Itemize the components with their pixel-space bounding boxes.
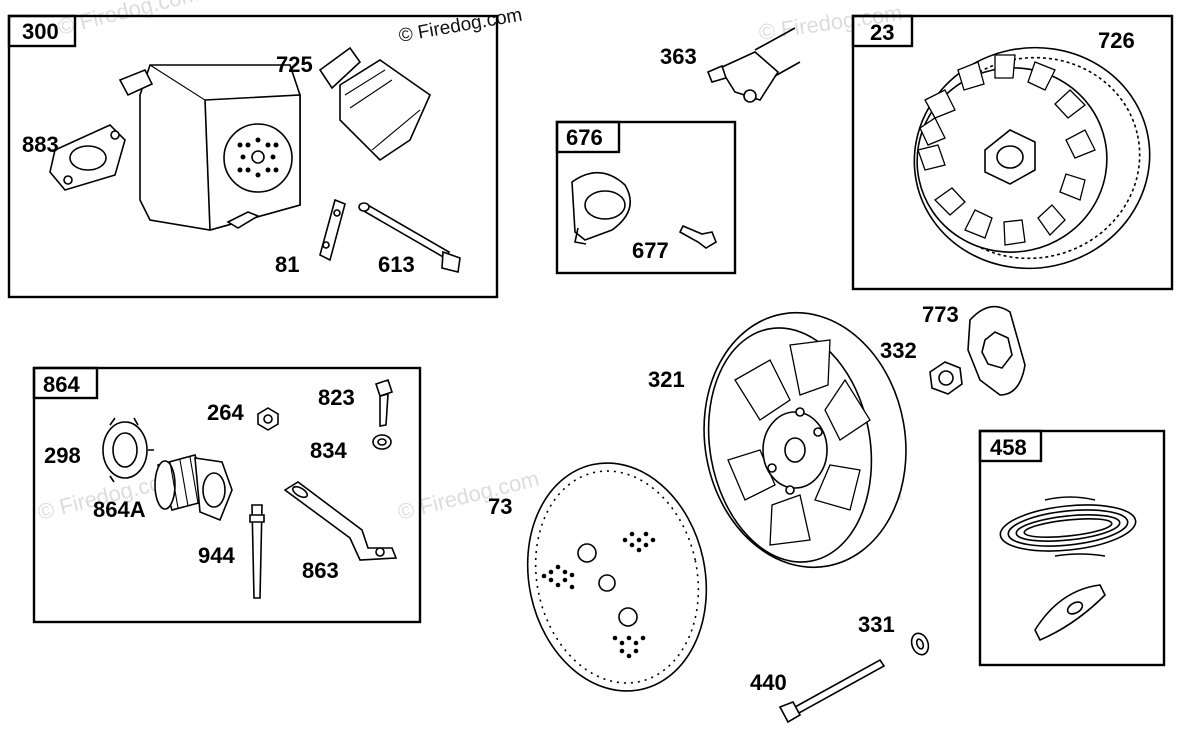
group-676: 676 677	[555, 120, 737, 275]
muffler-drawing	[118, 64, 301, 232]
group-676-header-box	[555, 120, 621, 154]
part-label-363: 363	[660, 44, 697, 69]
group-23-header-box	[851, 14, 914, 48]
group-864-frame	[32, 366, 422, 624]
part-331: 331	[858, 612, 930, 656]
group-23-frame	[851, 14, 1174, 291]
rewind-spring-drawing	[999, 496, 1137, 557]
part-label-613: 613	[378, 252, 415, 277]
part-label-331: 331	[858, 612, 895, 637]
group-458-frame	[978, 429, 1166, 667]
part-label-823: 823	[318, 385, 355, 410]
bolt-823-drawing	[374, 378, 394, 427]
part-label-883: 883	[22, 132, 59, 157]
group-300-header-box	[7, 14, 77, 48]
flywheel-drawing	[913, 46, 1151, 270]
group-458-label: 458	[990, 435, 1027, 460]
group-864: 864	[32, 366, 422, 624]
part-label-773: 773	[922, 302, 959, 327]
part-363: 363	[660, 27, 801, 103]
part-label-726: 726	[1098, 28, 1135, 53]
part-label-73: 73	[488, 494, 512, 519]
bracket-863-drawing	[283, 481, 398, 561]
pawl-drawing	[1034, 584, 1106, 642]
part-label-264: 264	[207, 400, 244, 425]
group-23-label: 23	[870, 20, 894, 45]
lock-nut-298-drawing	[102, 417, 154, 483]
group-300-frame	[7, 14, 499, 299]
part-label-298: 298	[44, 443, 81, 468]
group-864-label: 864	[43, 372, 80, 397]
lock-plate-81-drawing	[319, 198, 346, 262]
part-label-864a: 864A	[93, 497, 146, 522]
nut-264-drawing	[257, 407, 279, 431]
group-458-header-box	[978, 429, 1043, 463]
group-300-label: 300	[22, 19, 59, 44]
part-440: 440	[750, 658, 886, 724]
part-73: 73	[488, 462, 708, 692]
group-23: 23 726	[851, 14, 1174, 291]
part-label-834: 834	[310, 438, 347, 463]
gasket-883-drawing	[49, 124, 126, 191]
part-332: 332	[880, 338, 963, 395]
part-label-440: 440	[750, 670, 787, 695]
watermark: © Firedog.com	[55, 0, 201, 40]
bolt-613-drawing	[358, 202, 461, 273]
stud-944-drawing	[249, 504, 265, 599]
part-label-944: 944	[198, 543, 235, 568]
part-label-332: 332	[880, 338, 917, 363]
part-label-81: 81	[275, 252, 299, 277]
watermark: © Firedog.com	[395, 466, 541, 525]
part-label-863: 863	[302, 558, 339, 583]
part-label-677: 677	[632, 238, 669, 263]
group-864-header-box	[32, 366, 99, 400]
part-773: 773	[922, 302, 1026, 396]
group-458: 458	[978, 429, 1166, 667]
part-label-725: 725	[276, 52, 313, 77]
copyright-notice: © Firedog.com	[397, 5, 524, 47]
part-321: 321	[648, 311, 907, 569]
group-676-frame	[555, 120, 737, 275]
governor-drawing	[571, 171, 632, 245]
group-300: 300	[7, 14, 499, 299]
screw-677-drawing	[678, 224, 717, 249]
heat-shield-drawing	[318, 46, 431, 162]
exhaust-pipe-864a-drawing	[154, 454, 233, 522]
part-label-321: 321	[648, 367, 685, 392]
washer-834-drawing	[372, 434, 392, 450]
group-676-label: 676	[566, 125, 603, 150]
